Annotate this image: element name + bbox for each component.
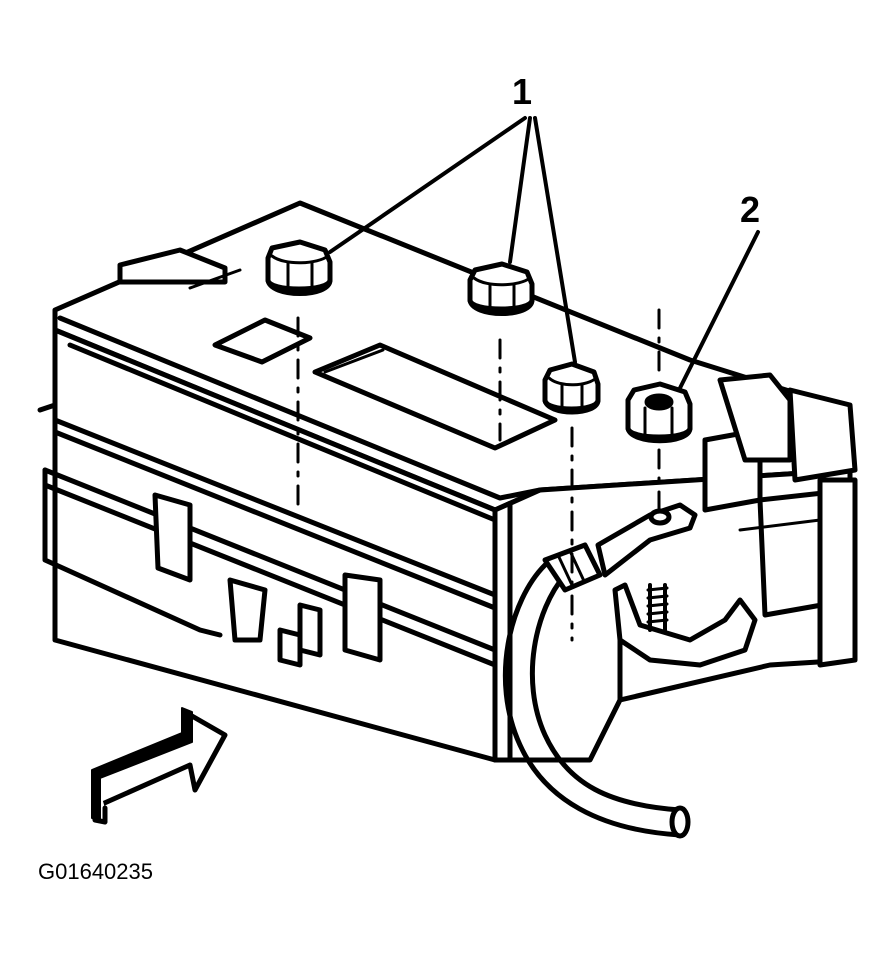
callout-1-label: 1 bbox=[512, 71, 533, 112]
leader-lines bbox=[328, 116, 760, 390]
figure-id-label: G01640235 bbox=[38, 859, 153, 884]
bolt-right bbox=[542, 361, 601, 415]
view-direction-arrow bbox=[91, 707, 228, 825]
terminal-nut bbox=[625, 381, 693, 444]
bolt-center bbox=[467, 261, 535, 316]
installation-centerlines bbox=[296, 308, 661, 642]
callout-2-label: 2 bbox=[740, 189, 761, 230]
bolt-left bbox=[265, 239, 333, 296]
